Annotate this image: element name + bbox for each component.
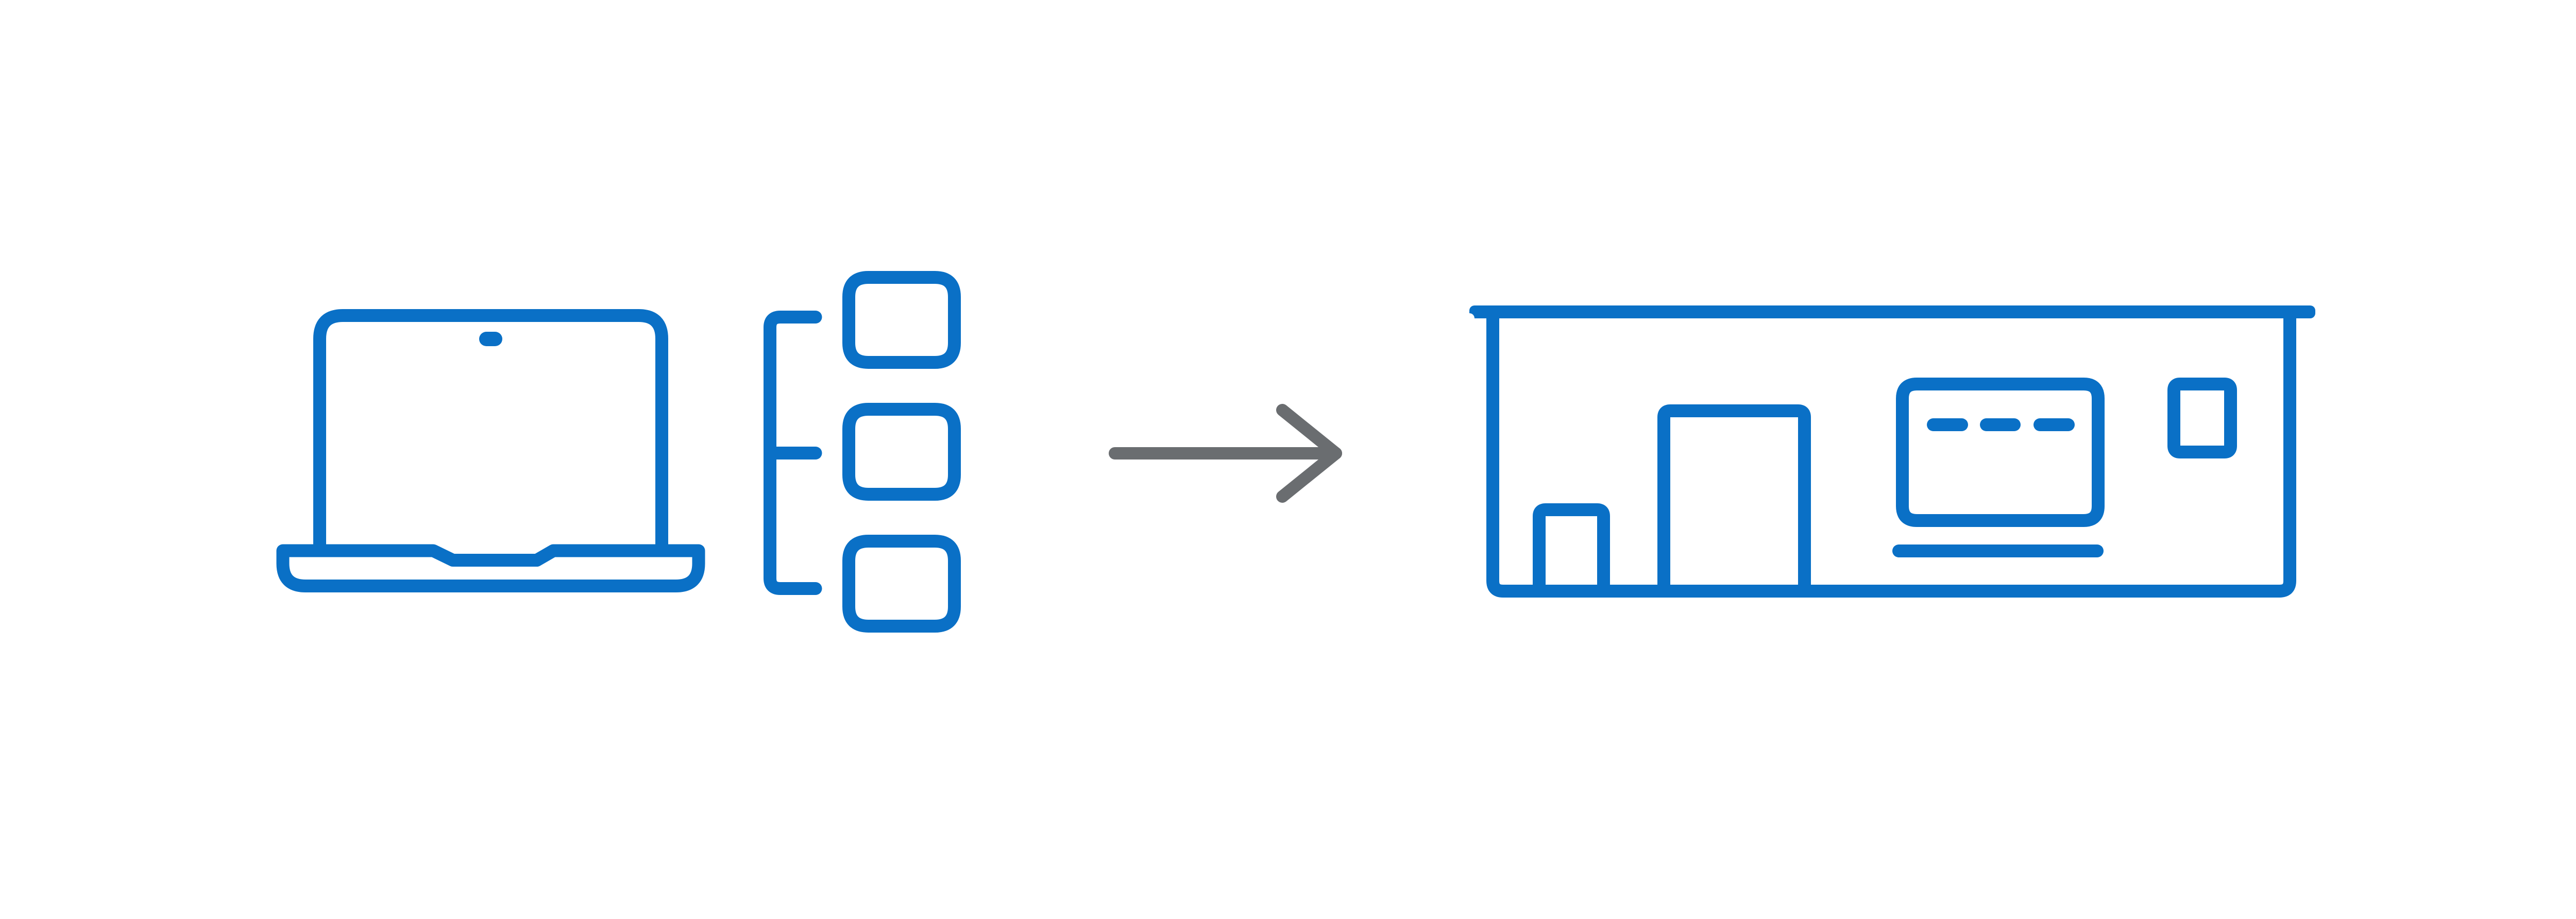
tree-node-1 [842, 271, 961, 369]
tree-node-2 [842, 403, 961, 501]
building-walls-floor [1486, 318, 2296, 598]
laptop-base [276, 544, 705, 592]
building-screen [1896, 378, 2105, 527]
laptop-camera-dot-icon [479, 332, 502, 346]
building-crate [1533, 503, 1610, 585]
arrow-right-icon [1109, 404, 1342, 503]
facility-icon [1469, 305, 2315, 598]
screen-dashes-icon [1926, 418, 2075, 431]
list-tree-icon [764, 271, 961, 633]
tree-node-3 [842, 535, 961, 633]
screen-underline [1892, 544, 2104, 557]
arrow-head [1276, 404, 1342, 503]
laptop-icon [276, 309, 705, 592]
building-window [2167, 378, 2237, 458]
building-roof [1469, 305, 2315, 318]
laptop-lid [313, 309, 668, 544]
tree-bracket-connector [764, 311, 822, 595]
building-door [1657, 404, 1811, 585]
